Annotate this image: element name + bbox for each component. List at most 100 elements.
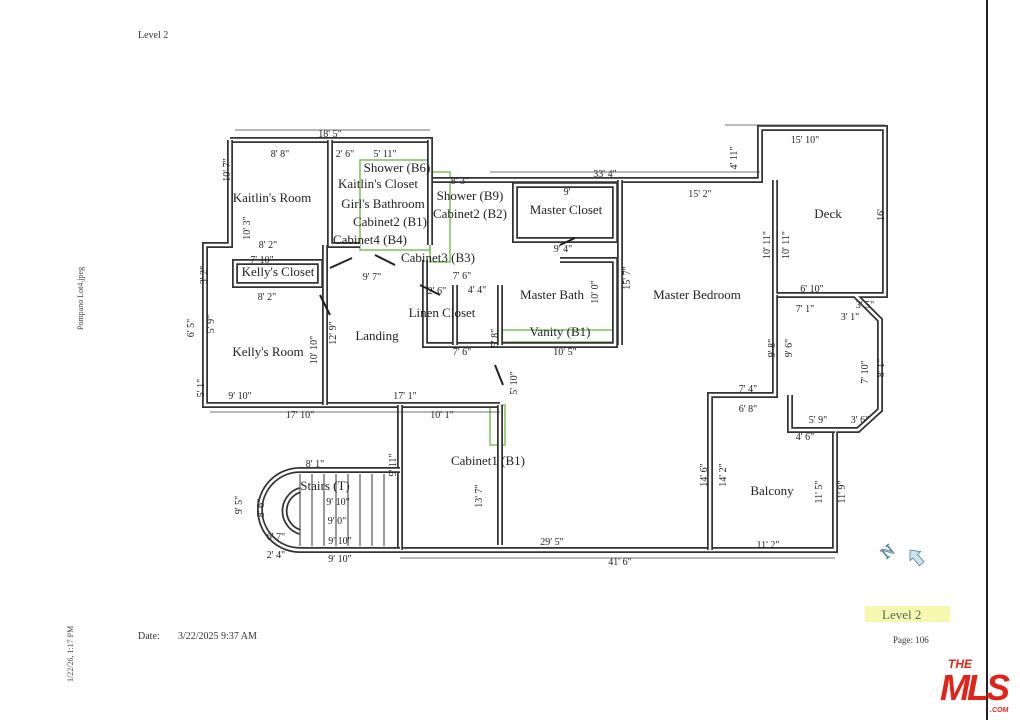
page-level-label: Level 2 — [138, 30, 169, 41]
room-label: Shower (B9) — [437, 188, 504, 203]
dimension-label: 4' 11" — [729, 146, 740, 169]
dimension-label: 3' 6" — [851, 415, 869, 426]
dimension-label: 8' 6" — [256, 499, 267, 517]
room-label: Master Bedroom — [653, 287, 741, 302]
dimension-label: 7' 10" — [250, 255, 273, 266]
room-label: Master Closet — [530, 202, 603, 217]
dimension-label: 6' 8" — [739, 404, 757, 415]
dimension-label: 10' 11" — [762, 231, 773, 259]
dimension-label: 9' 10" — [326, 497, 349, 508]
room-label: Landing — [355, 328, 399, 343]
room-label: Kelly's Closet — [242, 264, 315, 279]
logo-main: MLS — [940, 667, 1010, 708]
dimension-label: 15' 10" — [791, 135, 819, 146]
dimension-label: 2' 6" — [336, 149, 354, 160]
wall-inner — [788, 395, 835, 432]
dimension-label: 10' 5" — [553, 347, 576, 358]
dimension-label: 5' 11" — [373, 149, 396, 160]
dimension-label: 8' 3" — [451, 176, 469, 187]
wall — [281, 487, 302, 535]
dimension-label: 10' 1" — [430, 410, 453, 421]
dimension-label: 3' 1" — [841, 312, 859, 323]
dimension-label: 11' 5" — [814, 480, 825, 503]
dimension-label: 8' 8" — [271, 149, 289, 160]
dimension-label: 7' 4" — [739, 384, 757, 395]
dimension-label: 6' 5" — [186, 319, 197, 337]
dimension-label: 17' 10" — [286, 410, 314, 421]
dimension-label: 9' 8" — [767, 339, 778, 357]
room-label: Cabinet3 (B3) — [401, 250, 475, 265]
dimension-label: 7' 6" — [453, 347, 471, 358]
dimension-label: 9' 7" — [363, 272, 381, 283]
door-swing — [319, 294, 331, 316]
room-label: Balcony — [750, 483, 794, 498]
dimension-label: 4' 4" — [468, 285, 486, 296]
dimension-label: 7' 6" — [453, 271, 471, 282]
room-label: Stairs (T) — [300, 478, 349, 493]
logo-suffix: .COM — [990, 707, 1009, 714]
room-label: Cabinet2 (B2) — [433, 206, 507, 221]
dimension-label: 8' 2" — [258, 292, 276, 303]
dimension-label: 9' 10" — [328, 554, 351, 565]
dimension-label: 41' 6" — [608, 557, 631, 568]
dimension-label: 3' 2" — [199, 266, 210, 284]
dimension-label: 13' 7" — [474, 484, 485, 507]
room-label: Kaitlin's Closet — [338, 176, 418, 191]
room-label: Kelly's Room — [232, 344, 303, 359]
room-label: Vanity (B1) — [529, 324, 590, 339]
dimension-label: 9' 11" — [388, 453, 399, 476]
door-swing — [329, 257, 353, 269]
date-label: Date: — [138, 631, 160, 642]
dimension-label: 10' 11" — [781, 231, 792, 259]
wall-inner — [423, 258, 617, 347]
dimension-label: 9' 10" — [228, 391, 251, 402]
dimension-label: 6' 10" — [800, 284, 823, 295]
door-swing — [559, 237, 576, 246]
dimension-label: 4' 6" — [796, 432, 814, 443]
dimension-label: 14' 6" — [699, 463, 710, 486]
north-arrow-icon: N — [878, 541, 925, 567]
room-label: Cabinet2 (B1) — [353, 214, 427, 229]
dimension-label: 16' — [876, 209, 887, 221]
wall-inner — [328, 140, 360, 247]
wall-inner — [708, 295, 777, 550]
dimension-label: 6' 7" — [267, 532, 285, 543]
dimension-label: 10' 7" — [222, 158, 233, 181]
room-label: Cabinet4 (B4) — [333, 232, 407, 247]
date-value: 3/22/2025 9:37 AM — [178, 631, 257, 642]
dimension-label: 2' 4" — [267, 550, 285, 561]
wall-inner — [513, 183, 617, 242]
dimension-label: 33' 4" — [593, 169, 616, 180]
dimension-label: 10' 0" — [590, 280, 601, 303]
dimension-label: 12' 9" — [328, 321, 339, 344]
wall-inner — [233, 260, 322, 287]
dimension-label: 9' 6" — [784, 339, 795, 357]
dimension-label: 5' 1" — [196, 379, 207, 397]
level-highlight — [865, 606, 950, 622]
dimension-label: 5' 9" — [809, 415, 827, 426]
dimension-label: 9' 5" — [234, 496, 245, 514]
dimension-label: 5' 9" — [206, 315, 217, 333]
dimension-label: 17' 1" — [393, 391, 416, 402]
room-label: Girl's Bathroom — [341, 196, 425, 211]
wall — [707, 295, 778, 550]
wall-inner — [283, 488, 301, 534]
dimension-label: 14' 2" — [718, 463, 729, 486]
dimension-label: 3' 5" — [856, 300, 874, 311]
room-label: Deck — [814, 206, 842, 221]
room-label: Master Bath — [520, 287, 584, 302]
dimension-lines: 18' 5"8' 8"2' 6"5' 11"10' 7"10' 3"33' 4"… — [186, 124, 887, 568]
north-letter: N — [878, 542, 898, 563]
dimension-label: 11' 9" — [837, 480, 848, 503]
dimension-label: 11' 2" — [756, 540, 779, 551]
dimension-label: 8' 2" — [259, 240, 277, 251]
door-swing — [494, 364, 504, 386]
dimension-label: 9' 4" — [554, 244, 572, 255]
wall-inner — [203, 140, 500, 407]
wall-inner — [258, 468, 400, 552]
dimension-label: 15' 2" — [688, 189, 711, 200]
walls — [202, 125, 888, 553]
room-label: Cabinet1 (B1) — [451, 453, 525, 468]
dimension-label: 9' — [564, 187, 571, 198]
door-swing — [374, 254, 396, 266]
